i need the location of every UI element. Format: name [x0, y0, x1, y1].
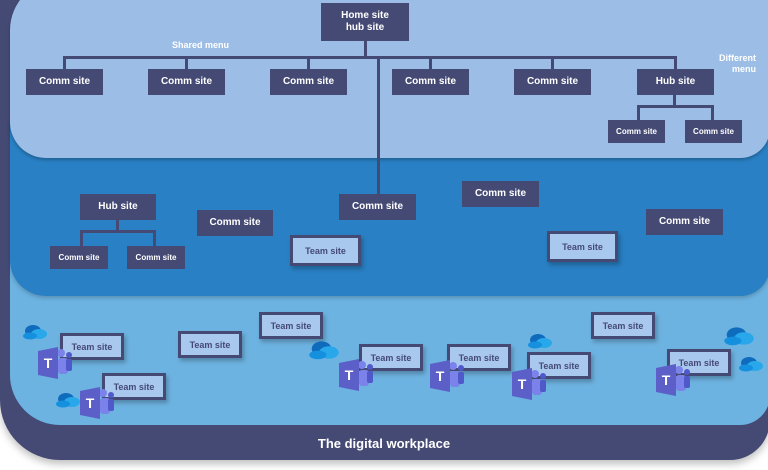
microsoft-teams-icon: T: [339, 359, 373, 391]
team-site: Team site: [60, 333, 124, 360]
microsoft-teams-icon: T: [80, 387, 114, 419]
connector: [364, 41, 367, 57]
onedrive-cloud-icon: [56, 393, 80, 408]
teams-letter: T: [44, 355, 53, 371]
connector: [637, 105, 714, 108]
connector: [674, 56, 677, 70]
different-menu-line2: menu: [731, 64, 756, 74]
connector: [673, 95, 676, 107]
teams-letter: T: [86, 395, 95, 411]
comm-site: Comm site: [339, 194, 416, 220]
team-site: Team site: [591, 312, 655, 339]
hub-child-comm-site: Comm site: [608, 120, 665, 143]
teams-letter: T: [436, 368, 445, 384]
connector: [429, 56, 432, 70]
connector: [185, 56, 188, 70]
hub-child-comm-site: Comm site: [685, 120, 742, 143]
different-menu-label: Different menu: [706, 53, 756, 75]
teams-letter: T: [518, 376, 527, 392]
comm-site: Comm site: [26, 69, 103, 95]
home-hub-site: Home site hub site: [321, 3, 409, 41]
comm-site: Comm site: [270, 69, 347, 95]
microsoft-teams-icon: T: [656, 364, 690, 396]
shared-menu-connector: [63, 56, 292, 59]
connector: [63, 56, 66, 70]
connector: [377, 56, 380, 196]
connector: [307, 56, 310, 70]
different-menu-line1: Different: [718, 53, 756, 63]
onedrive-cloud-icon: [23, 325, 47, 340]
shared-menu-label: Shared menu: [172, 40, 230, 50]
comm-site: Comm site: [197, 210, 273, 236]
comm-site: Comm site: [462, 181, 539, 207]
team-site: Team site: [259, 312, 323, 339]
onedrive-cloud-icon: [724, 327, 754, 346]
hub-child-comm-site: Comm site: [50, 246, 108, 269]
hub-site: Hub site: [80, 194, 156, 220]
team-site: Team site: [447, 344, 511, 371]
connector: [80, 230, 83, 246]
microsoft-teams-icon: T: [430, 360, 464, 392]
connector: [116, 220, 119, 232]
comm-site: Comm site: [392, 69, 469, 95]
team-site: Team site: [290, 235, 361, 266]
comm-site: Comm site: [646, 209, 723, 235]
connector: [551, 56, 554, 70]
teams-letter: T: [662, 372, 671, 388]
home-site-label-line2: hub site: [345, 22, 385, 33]
diagram-title: The digital workplace: [317, 436, 451, 451]
connector: [153, 230, 156, 246]
comm-site: Comm site: [148, 69, 225, 95]
team-site: Team site: [547, 231, 618, 262]
connector: [711, 105, 714, 120]
home-site-label-line1: Home site: [341, 10, 389, 21]
hub-site: Hub site: [637, 69, 714, 95]
microsoft-teams-icon: T: [38, 347, 72, 379]
hub-child-comm-site: Comm site: [127, 246, 185, 269]
team-site: Team site: [178, 331, 242, 358]
onedrive-cloud-icon: [739, 357, 763, 372]
comm-site: Comm site: [514, 69, 591, 95]
shared-menu-connector: [290, 56, 676, 59]
microsoft-teams-icon: T: [512, 368, 546, 400]
connector: [80, 230, 156, 233]
connector: [637, 105, 640, 120]
onedrive-cloud-icon: [309, 341, 339, 360]
team-site: Team site: [359, 344, 423, 371]
onedrive-cloud-icon: [528, 334, 552, 349]
teams-letter: T: [345, 367, 354, 383]
